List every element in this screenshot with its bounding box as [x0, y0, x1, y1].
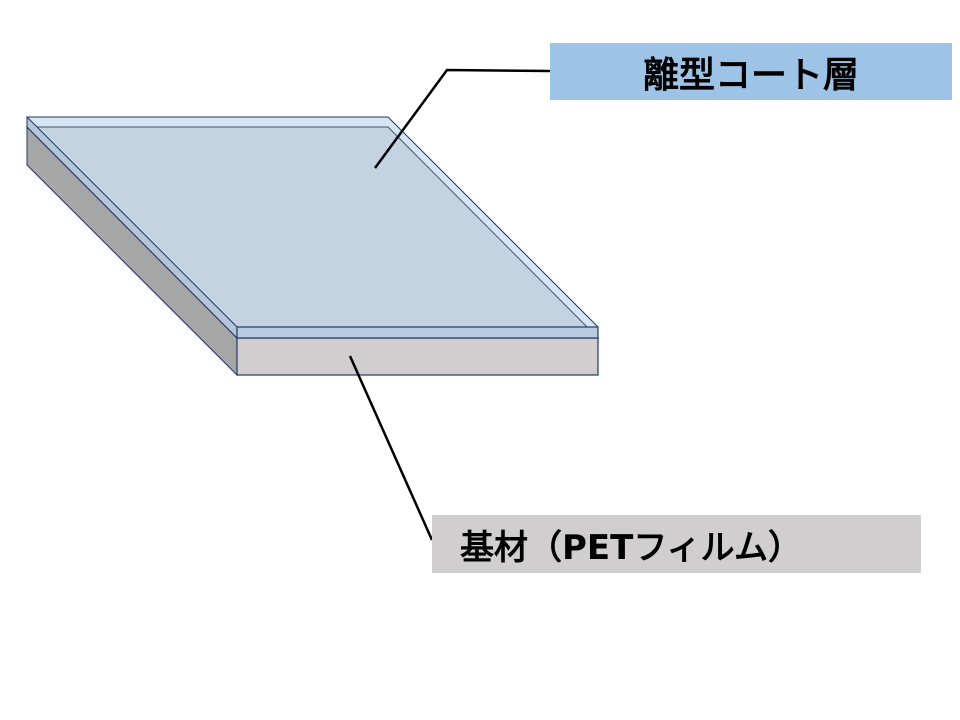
- coat-layer-front-face: [236, 326, 599, 339]
- coat-callout-line: [373, 68, 551, 169]
- base-front-face: [236, 337, 599, 376]
- coat-layer-label: 離型コート層: [550, 43, 952, 100]
- base-callout-line: [348, 355, 434, 541]
- coat-layer-label-text: 離型コート層: [642, 54, 859, 96]
- base-material-label-text: 基材（PETフィルム）: [460, 527, 802, 568]
- base-material-label: 基材（PETフィルム）: [432, 515, 921, 573]
